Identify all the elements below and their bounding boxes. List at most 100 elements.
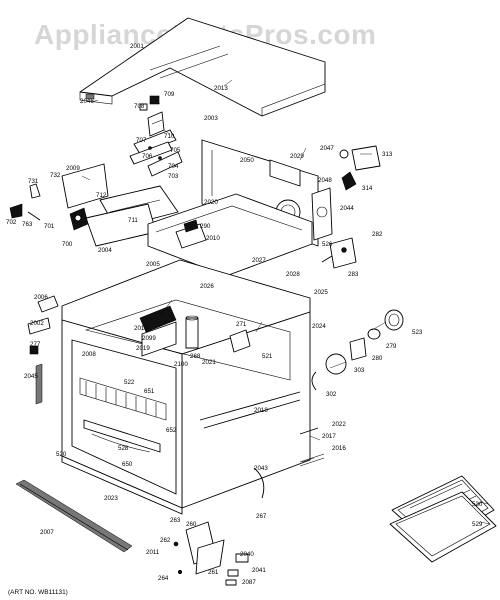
label-271: 271 bbox=[236, 321, 247, 328]
label-2023: 2023 bbox=[104, 495, 118, 502]
label-261: 261 bbox=[208, 569, 219, 576]
label-763: 763 bbox=[22, 221, 33, 228]
label-732: 732 bbox=[50, 172, 61, 179]
oven-light-parts bbox=[311, 309, 404, 391]
label-2041: 2041 bbox=[252, 567, 266, 574]
label-2007: 2007 bbox=[40, 529, 54, 536]
label-530: 530 bbox=[472, 501, 483, 508]
label-2003: 2003 bbox=[204, 115, 218, 122]
label-708: 708 bbox=[134, 103, 145, 110]
label-263: 263 bbox=[170, 517, 181, 524]
top-cover-2001 bbox=[79, 17, 326, 117]
label-2029: 2029 bbox=[290, 153, 304, 160]
label-2013: 2013 bbox=[214, 85, 228, 92]
label-701: 701 bbox=[44, 223, 55, 230]
label-2028: 2028 bbox=[286, 271, 300, 278]
label-711: 711 bbox=[128, 217, 138, 224]
label-521: 521 bbox=[262, 353, 273, 360]
label-704: 704 bbox=[168, 163, 179, 170]
label-652: 652 bbox=[166, 427, 177, 434]
label-522: 522 bbox=[124, 379, 135, 386]
top-frame-2020 bbox=[147, 193, 313, 277]
part-labels: 2001 2013 2046 708 709 2003 707 710 706 … bbox=[6, 43, 483, 586]
hinge-bracket-708-709 bbox=[139, 95, 165, 137]
label-731: 731 bbox=[28, 178, 39, 185]
art-number: (ART NO. WB11131) bbox=[8, 589, 68, 596]
label-2011: 2011 bbox=[146, 549, 160, 556]
label-260: 260 bbox=[186, 521, 197, 528]
label-2002: 2002 bbox=[30, 320, 44, 327]
label-651: 651 bbox=[144, 388, 155, 395]
label-2022: 2022 bbox=[332, 421, 346, 428]
label-277: 277 bbox=[30, 341, 41, 348]
label-2021: 2021 bbox=[202, 359, 216, 366]
leader-lines bbox=[81, 79, 491, 525]
label-2040: 2040 bbox=[240, 551, 254, 558]
label-2004: 2004 bbox=[98, 247, 112, 254]
label-2100: 2100 bbox=[174, 361, 188, 368]
label-2047: 2047 bbox=[320, 145, 334, 152]
label-2012: 2012 bbox=[134, 325, 148, 332]
label-283: 283 bbox=[348, 271, 359, 278]
label-650: 650 bbox=[122, 461, 133, 468]
label-2044: 2044 bbox=[340, 205, 354, 212]
label-2045: 2045 bbox=[24, 373, 38, 380]
label-314: 314 bbox=[362, 185, 373, 192]
left-side-parts bbox=[27, 295, 59, 405]
hinge-bracket-704-707 bbox=[129, 129, 183, 177]
label-523: 523 bbox=[412, 329, 423, 336]
label-2043: 2043 bbox=[254, 465, 268, 472]
label-2009: 2009 bbox=[66, 165, 80, 172]
label-302: 302 bbox=[326, 391, 337, 398]
oven-body-frame bbox=[61, 259, 319, 515]
label-706: 706 bbox=[142, 153, 153, 160]
label-268: 268 bbox=[190, 353, 201, 360]
label-279: 279 bbox=[386, 343, 397, 350]
fan-motor-313-314 bbox=[339, 145, 381, 191]
label-2001: 2001 bbox=[130, 43, 144, 50]
label-709: 709 bbox=[164, 91, 175, 98]
label-2048: 2048 bbox=[318, 177, 332, 184]
label-2046: 2046 bbox=[80, 98, 94, 105]
label-2024: 2024 bbox=[312, 323, 326, 330]
label-303: 303 bbox=[354, 367, 365, 374]
label-705: 705 bbox=[170, 147, 181, 154]
label-280: 280 bbox=[372, 355, 383, 362]
latch-assembly-700 bbox=[69, 207, 89, 231]
label-2050: 2050 bbox=[240, 157, 254, 164]
label-710: 710 bbox=[164, 133, 175, 140]
label-2005: 2005 bbox=[146, 261, 160, 268]
label-712: 712 bbox=[96, 192, 107, 199]
convection-fan-2044 bbox=[311, 187, 333, 241]
label-528: 528 bbox=[118, 445, 129, 452]
oven-rack-522 bbox=[79, 377, 167, 421]
label-2006: 2006 bbox=[34, 294, 48, 301]
label-313: 313 bbox=[382, 151, 393, 158]
sensor-282-283 bbox=[321, 237, 357, 269]
label-2018: 2018 bbox=[254, 407, 268, 414]
label-2020: 2020 bbox=[204, 199, 218, 206]
label-267: 267 bbox=[256, 513, 267, 520]
label-526: 526 bbox=[322, 241, 333, 248]
label-262: 262 bbox=[160, 537, 171, 544]
label-2087: 2087 bbox=[242, 579, 256, 586]
broiler-pan-529-530 bbox=[389, 475, 497, 563]
label-2019: 2019 bbox=[136, 345, 150, 352]
label-2025: 2025 bbox=[314, 289, 328, 296]
label-2026: 2026 bbox=[200, 283, 214, 290]
label-290: 290 bbox=[200, 223, 211, 230]
label-2008: 2008 bbox=[82, 351, 96, 358]
label-703: 703 bbox=[168, 173, 179, 180]
kick-panel-2007 bbox=[15, 479, 133, 553]
lower-hinge-plate-2009 bbox=[61, 163, 179, 247]
label-2017: 2017 bbox=[322, 433, 336, 440]
label-264: 264 bbox=[158, 575, 169, 582]
label-700: 700 bbox=[62, 241, 73, 248]
label-2027: 2027 bbox=[252, 257, 266, 264]
label-2010: 2010 bbox=[206, 235, 220, 242]
label-529: 529 bbox=[472, 521, 483, 528]
label-2099: 2099 bbox=[142, 335, 156, 342]
lower-hardware-parts bbox=[173, 453, 325, 586]
clip-702-763-731 bbox=[9, 183, 41, 221]
